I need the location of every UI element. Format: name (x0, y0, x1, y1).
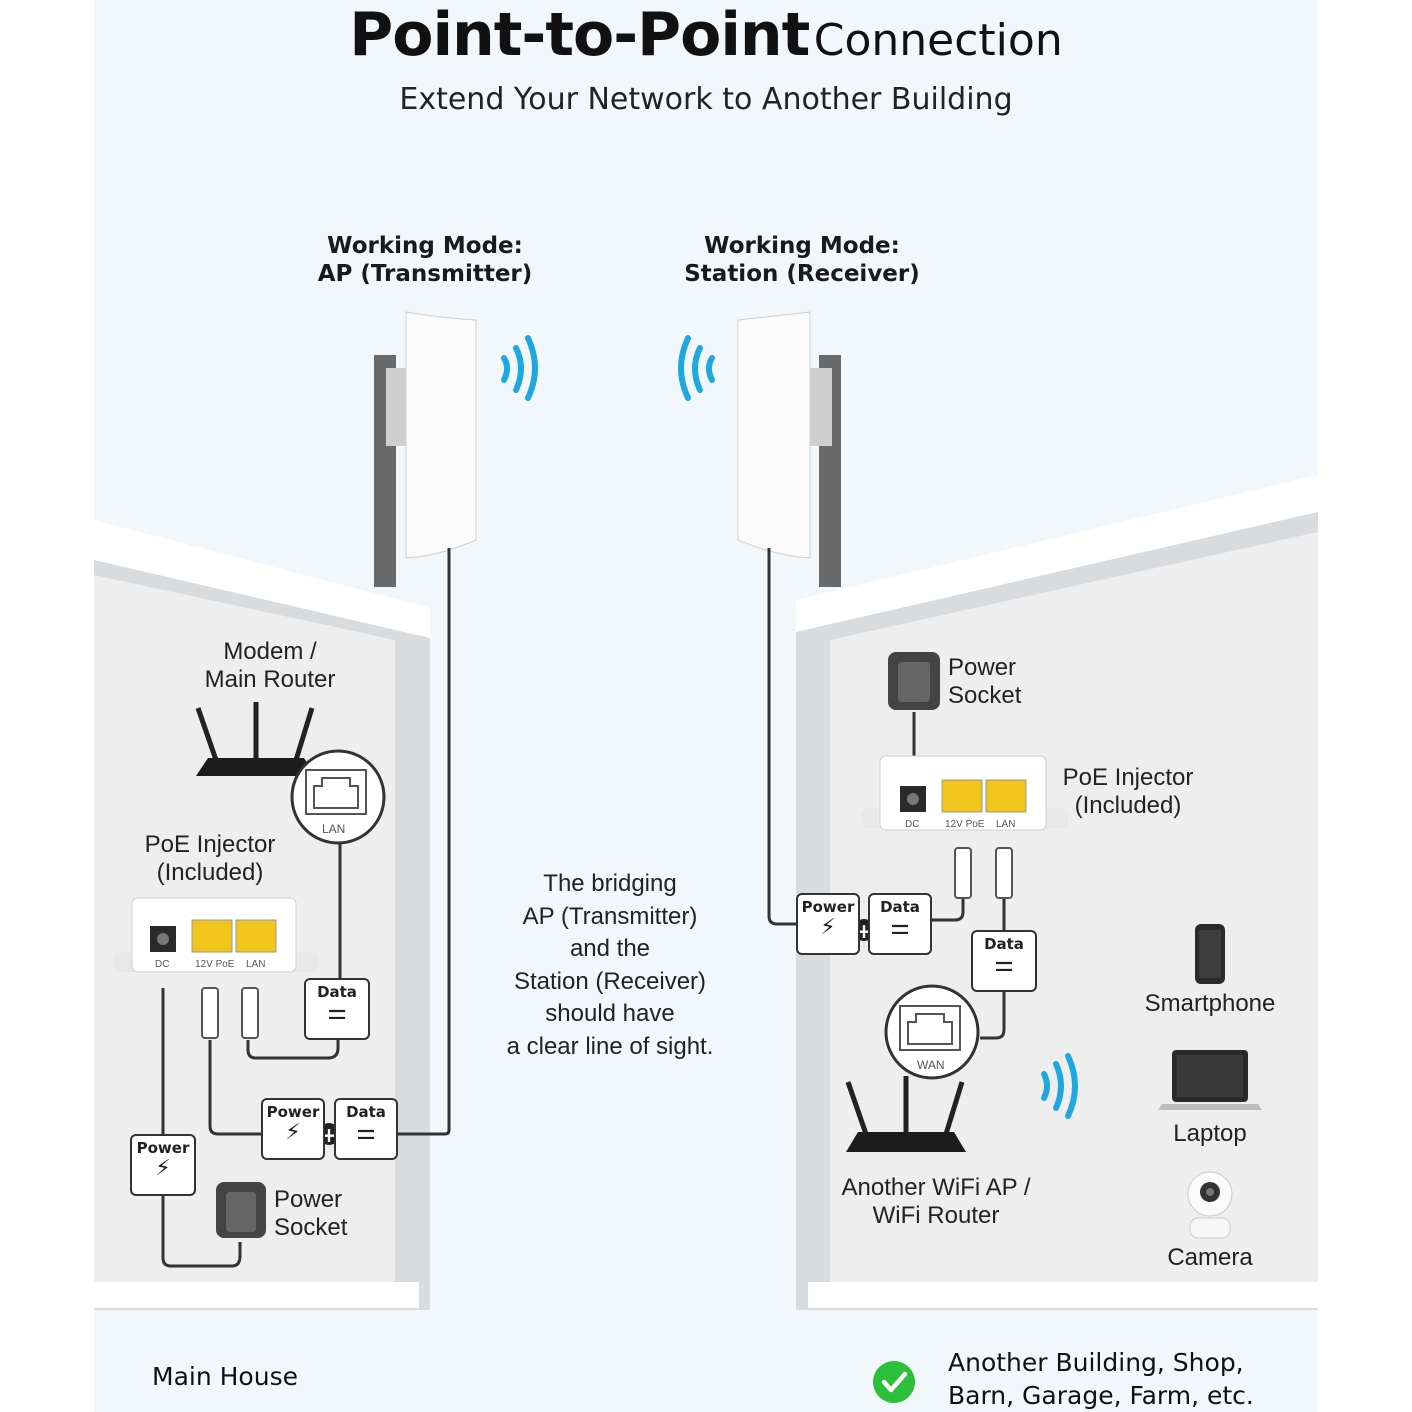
mode-line: Working Mode: (704, 233, 900, 259)
other-building-caption: Another Building, Shop, Barn, Garage, Fa… (948, 1348, 1254, 1410)
wifi-signal-icon (501, 335, 538, 401)
power-socket-label: Power Socket (274, 1186, 348, 1241)
wan-port-icon (884, 984, 980, 1080)
mode-value: AP (Transmitter) (317, 261, 533, 287)
page-subtitle: Extend Your Network to Another Building (399, 82, 1013, 117)
data-label-box: Data ⚌ (868, 893, 932, 955)
camera-icon (1187, 1171, 1233, 1239)
smartphone-label: Smartphone (1144, 990, 1276, 1017)
power-label-box: Power ⚡ (130, 1134, 196, 1196)
lan-port-label: LAN (322, 822, 346, 836)
title-light: Connection (813, 15, 1063, 66)
page-title: Point-to-Point Connection (0, 0, 1412, 70)
port-label-lan: LAN (246, 959, 266, 970)
main-router-label: Modem / Main Router (204, 638, 336, 693)
wifi-router-label: Another WiFi AP / WiFi Router (841, 1174, 1031, 1229)
port-label-dc: DC (155, 959, 170, 970)
wifi-router-icon (845, 1076, 966, 1152)
data-label-box: Data ⚌ (334, 1098, 398, 1160)
smartphone-icon (1195, 924, 1225, 984)
laptop-label: Laptop (1173, 1120, 1247, 1147)
mode-value: Station (Receiver) (684, 261, 920, 287)
mode-line: Working Mode: (327, 233, 523, 259)
laptop-icon (1158, 1050, 1262, 1110)
port-label-poe: 12V PoE (195, 959, 235, 970)
port-label-lan: LAN (996, 819, 1016, 830)
transmitter-cpe-icon (386, 311, 477, 559)
line-of-sight-note: The bridging AP (Transmitter) and the St… (506, 870, 714, 1060)
main-house-caption: Main House (152, 1362, 298, 1391)
port-label-dc: DC (905, 819, 920, 830)
poe-injector-label: PoE Injector (Included) (144, 831, 276, 886)
port-label-poe: 12V PoE (945, 819, 985, 830)
check-circle-icon (873, 1361, 915, 1403)
data-lines-icon: ⚌ (890, 915, 910, 940)
lightning-icon: ⚡ (155, 1156, 171, 1181)
data-lines-icon: ⚌ (994, 952, 1014, 977)
power-socket-label: Power Socket (948, 654, 1022, 709)
receiver-cpe-icon (737, 311, 832, 559)
receiver-mode-label: Working Mode: Station (Receiver) (672, 232, 932, 288)
data-lines-icon: ⚌ (327, 1000, 347, 1025)
wan-port-label: WAN (917, 1058, 945, 1072)
other-building (796, 475, 1318, 1310)
poe-injector-label: PoE Injector (Included) (1062, 764, 1194, 819)
wifi-signal-icon (678, 335, 715, 401)
power-label-box: Power ⚡ (261, 1098, 325, 1160)
camera-label: Camera (1167, 1244, 1253, 1271)
transmitter-mode-label: Working Mode: AP (Transmitter) (300, 232, 550, 288)
power-label-box: Power ⚡ (796, 893, 860, 955)
data-lines-icon: ⚌ (356, 1120, 376, 1145)
main-router-icon (195, 702, 316, 776)
power-adapter-icon (888, 652, 940, 710)
power-adapter-icon (216, 1182, 266, 1238)
lan-port-icon (290, 749, 386, 845)
poe-injector-icon (862, 755, 1068, 831)
poe-injector-icon (114, 897, 318, 973)
lightning-icon: ⚡ (820, 915, 836, 940)
data-label-box: Data ⚌ (304, 978, 370, 1040)
data-label-box: Data ⚌ (971, 930, 1037, 992)
wifi-signal-icon (1041, 1053, 1078, 1119)
title-bold: Point-to-Point (349, 0, 810, 70)
lightning-icon: ⚡ (285, 1120, 301, 1145)
